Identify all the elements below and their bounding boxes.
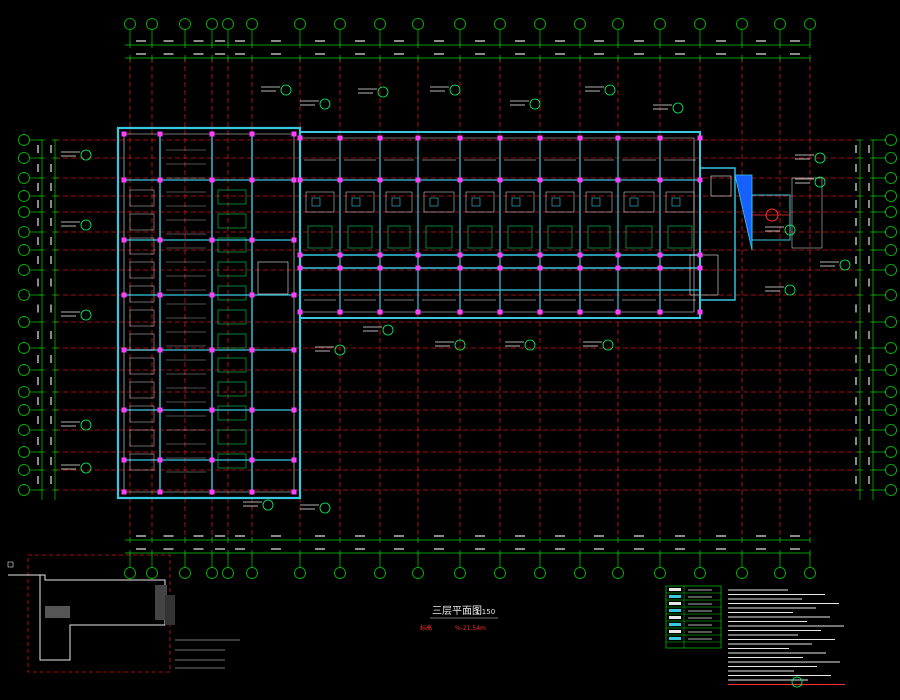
drawing-title-block: 三层平面图 1:150 标高 %-21.54m	[420, 605, 498, 632]
drawing-scale: 1:150	[475, 608, 495, 616]
room-partitions	[129, 138, 701, 473]
general-notes	[728, 589, 845, 688]
structural-columns	[121, 131, 703, 495]
dimension-text	[37, 40, 870, 550]
node-detail-drawing	[7, 554, 240, 673]
axis-bubbles	[18, 18, 897, 579]
axis-ticks	[30, 30, 886, 568]
annotation-leaders	[61, 84, 851, 514]
elevation-label: 标高	[420, 624, 432, 632]
axis-dimension-frame	[41, 44, 874, 554]
legend-table	[665, 585, 722, 649]
elevation-value: %-21.54m	[455, 625, 486, 632]
drawing-title: 三层平面图	[432, 605, 482, 617]
floor-plan-building	[116, 126, 823, 500]
